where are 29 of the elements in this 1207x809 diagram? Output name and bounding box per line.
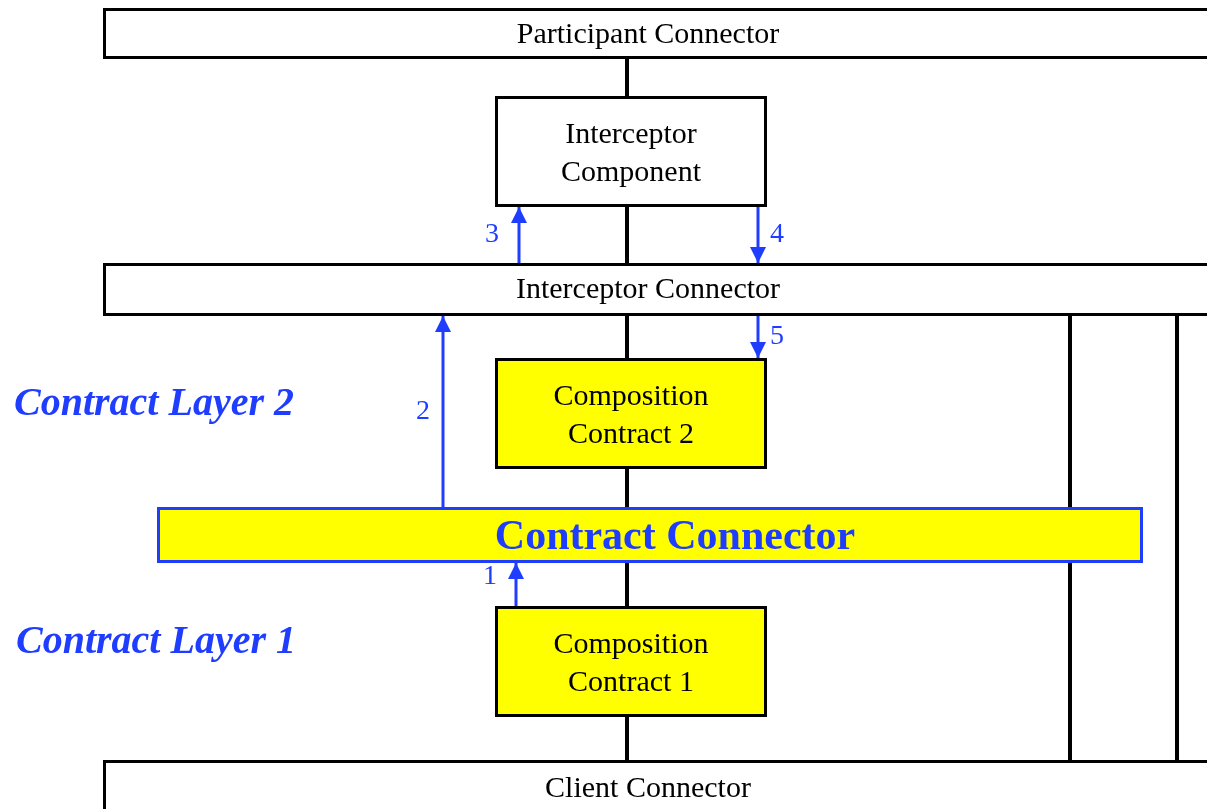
connector-line — [625, 717, 629, 760]
arrow — [750, 207, 766, 263]
connector-line — [625, 207, 629, 263]
layer-label: Contract Layer 2 — [14, 378, 294, 425]
contract-box — [495, 358, 767, 469]
node-label: Interceptor Component — [560, 114, 702, 189]
connector-bar — [103, 8, 1207, 59]
node-label: Client Connector — [545, 771, 751, 803]
node-label: Participant Connector — [516, 15, 780, 49]
arrow — [435, 316, 451, 507]
connector-bar — [103, 263, 1207, 316]
connector-line — [625, 563, 629, 606]
arrow — [750, 316, 766, 358]
node-label: Composition Contract 1 — [552, 624, 710, 699]
connector-line — [1068, 563, 1072, 760]
connector-line — [625, 469, 629, 507]
arrow — [508, 563, 524, 606]
node-label: Composition Contract 2 — [552, 376, 710, 451]
component-box — [495, 96, 767, 207]
connector-line — [625, 316, 629, 358]
connector-line — [1068, 316, 1072, 507]
layer-label: Contract Layer 1 — [16, 616, 296, 663]
connector-line — [625, 59, 629, 96]
node-label: Interceptor Connector — [515, 270, 781, 304]
arrow — [511, 207, 527, 263]
contract-connector-bar — [157, 507, 1143, 563]
node-label: Contract Connector — [494, 516, 856, 554]
connector-line — [1175, 316, 1179, 760]
contract-box — [495, 606, 767, 717]
